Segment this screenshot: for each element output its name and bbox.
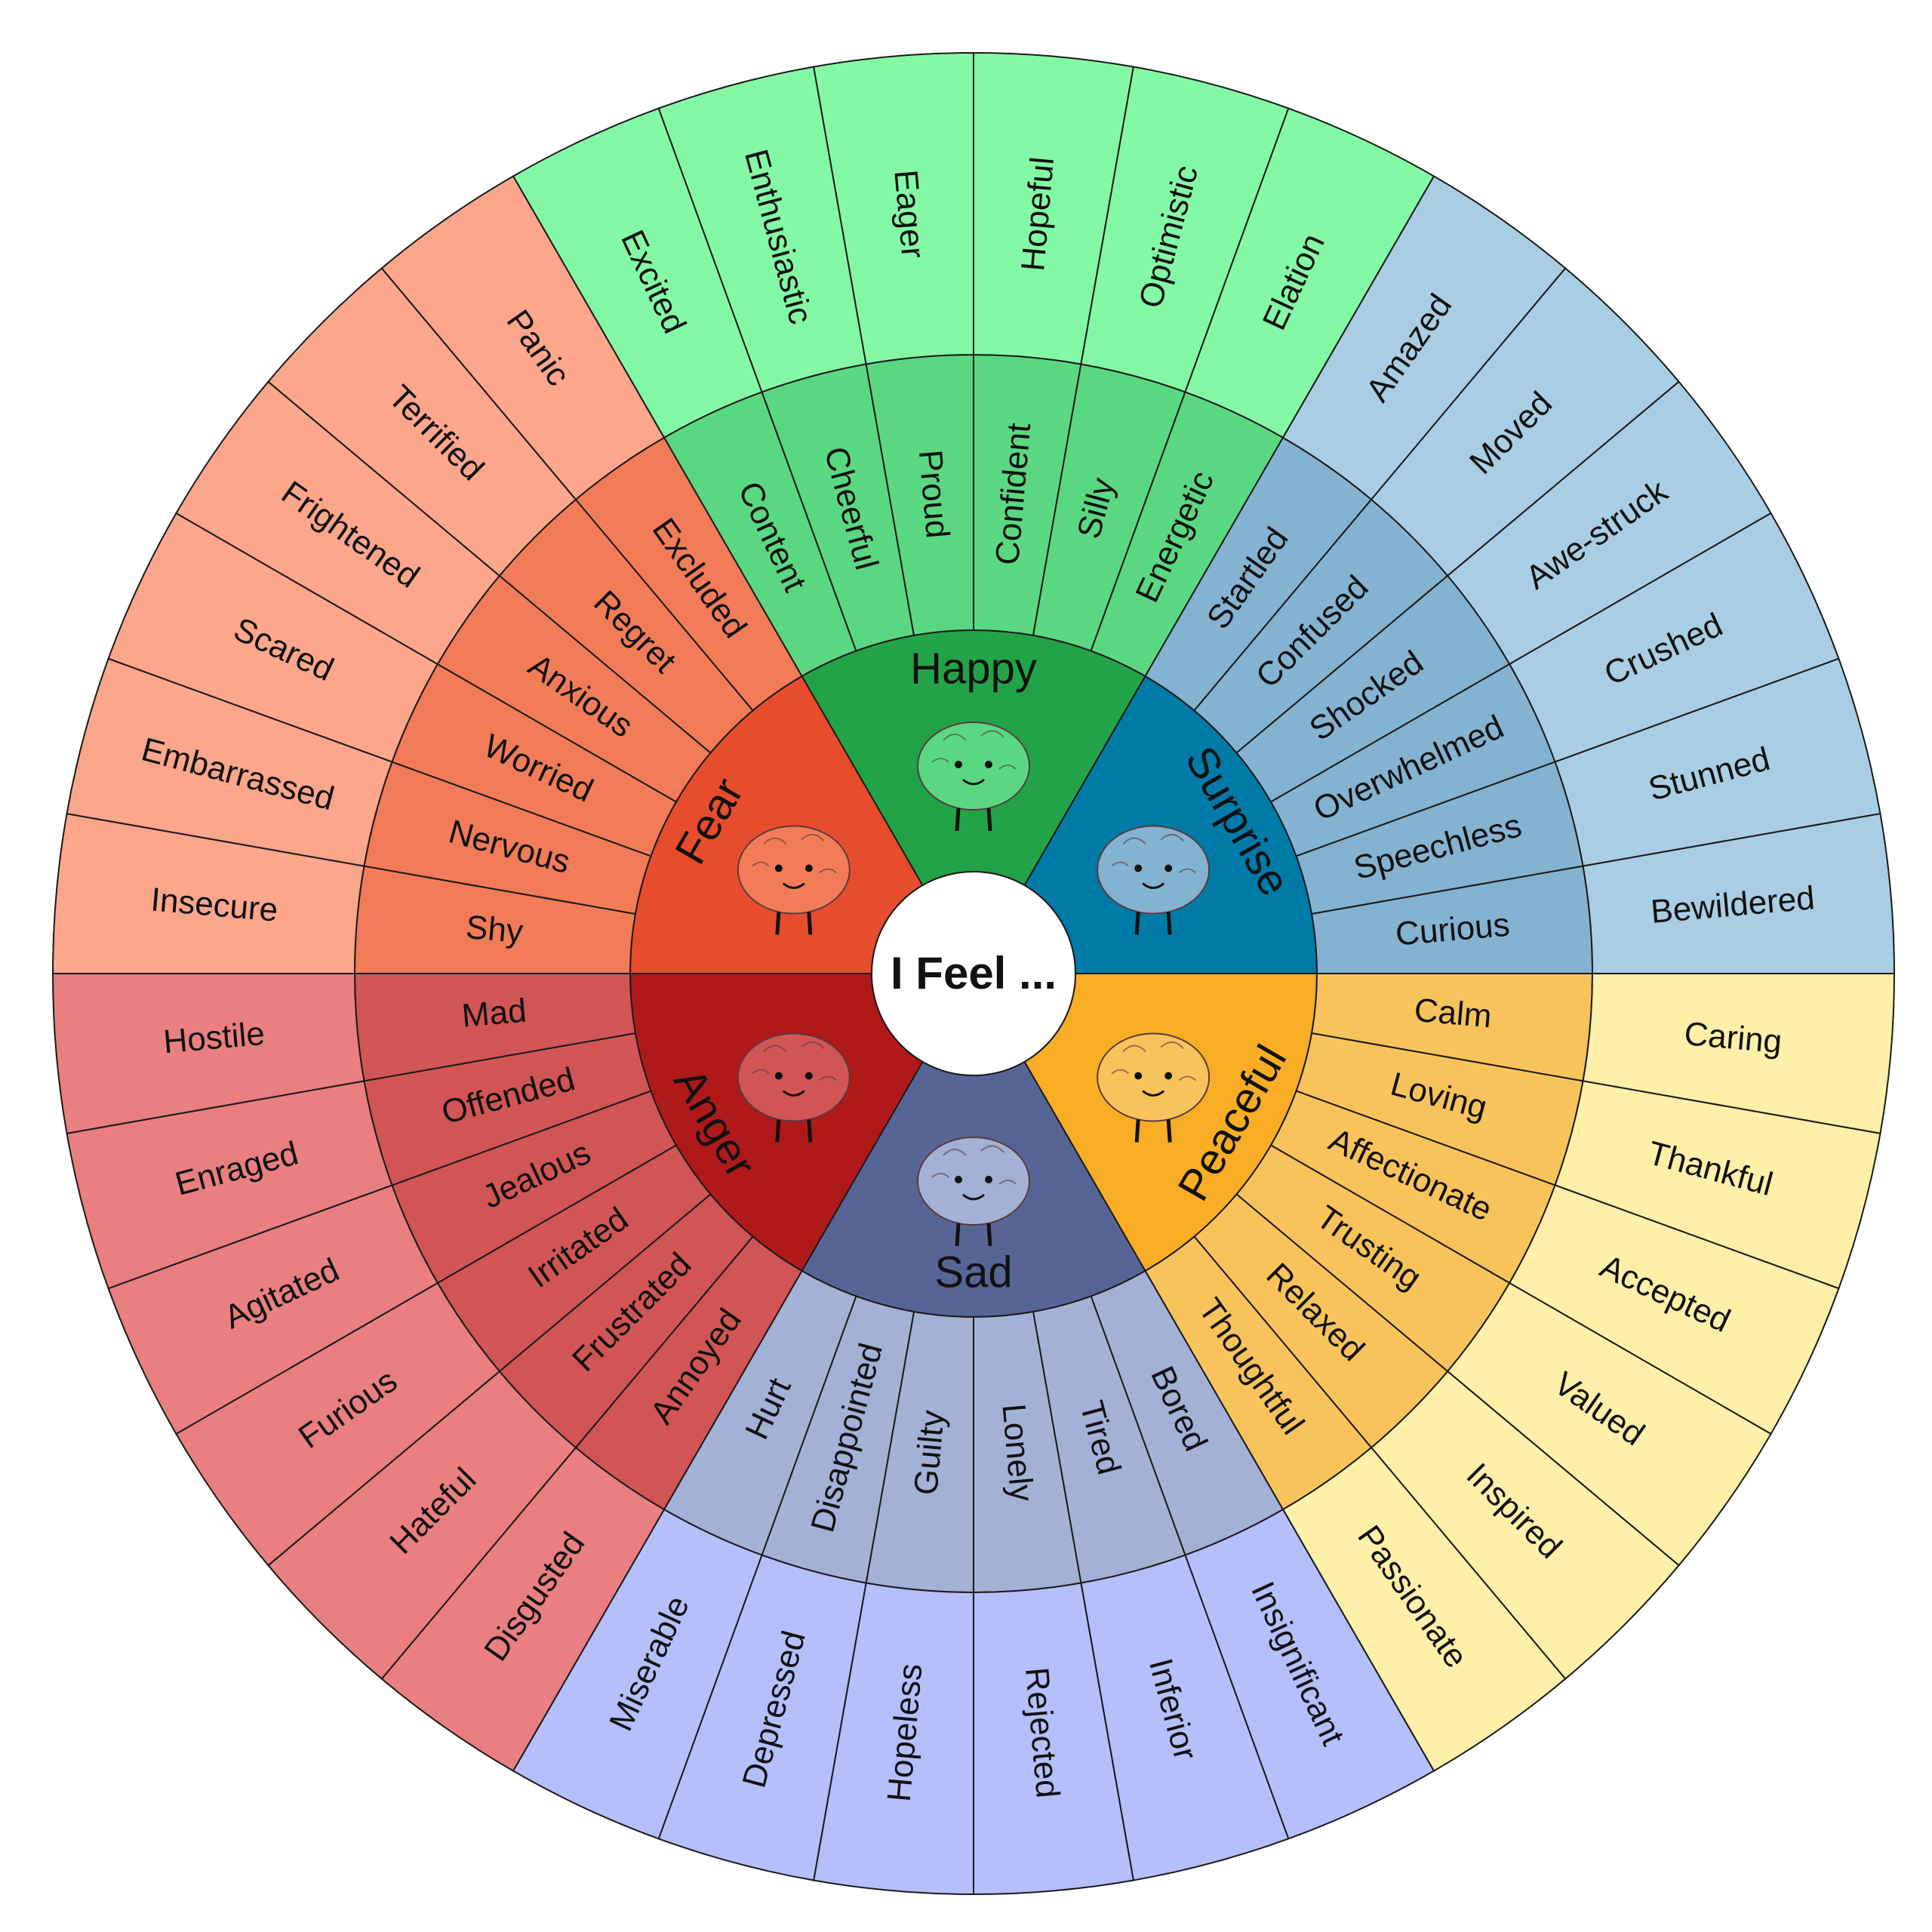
brain-face-peaceful <box>1097 1032 1211 1143</box>
brain-face-surprise <box>1097 825 1211 935</box>
brain-faces <box>737 721 1211 1247</box>
category-label-happy: Happy <box>910 644 1037 693</box>
center-label: I Feel ... <box>891 948 1057 998</box>
brain-face-sad <box>917 1137 1030 1247</box>
mid-label-shy: Shy <box>464 909 525 950</box>
mid-label-lonely: Lonely <box>995 1402 1040 1503</box>
outer-segment-panic[interactable] <box>380 175 666 501</box>
mid-label-guilty: Guilty <box>907 1409 952 1497</box>
mid-label-calm: Calm <box>1413 992 1494 1035</box>
wheel-segments <box>51 51 1896 1896</box>
outer-label-caring: Caring <box>1683 1015 1783 1060</box>
brain-face-fear <box>737 825 851 935</box>
mid-label-proud: Proud <box>912 448 956 540</box>
mid-label-mad: Mad <box>460 992 528 1035</box>
category-label-sad: Sad <box>934 1247 1012 1297</box>
brain-face-happy <box>917 721 1030 832</box>
outer-label-hostile: Hostile <box>162 1015 266 1061</box>
center-circle <box>871 871 1076 1076</box>
brain-face-anger <box>737 1032 851 1143</box>
outer-label-eager: Eager <box>887 168 931 260</box>
